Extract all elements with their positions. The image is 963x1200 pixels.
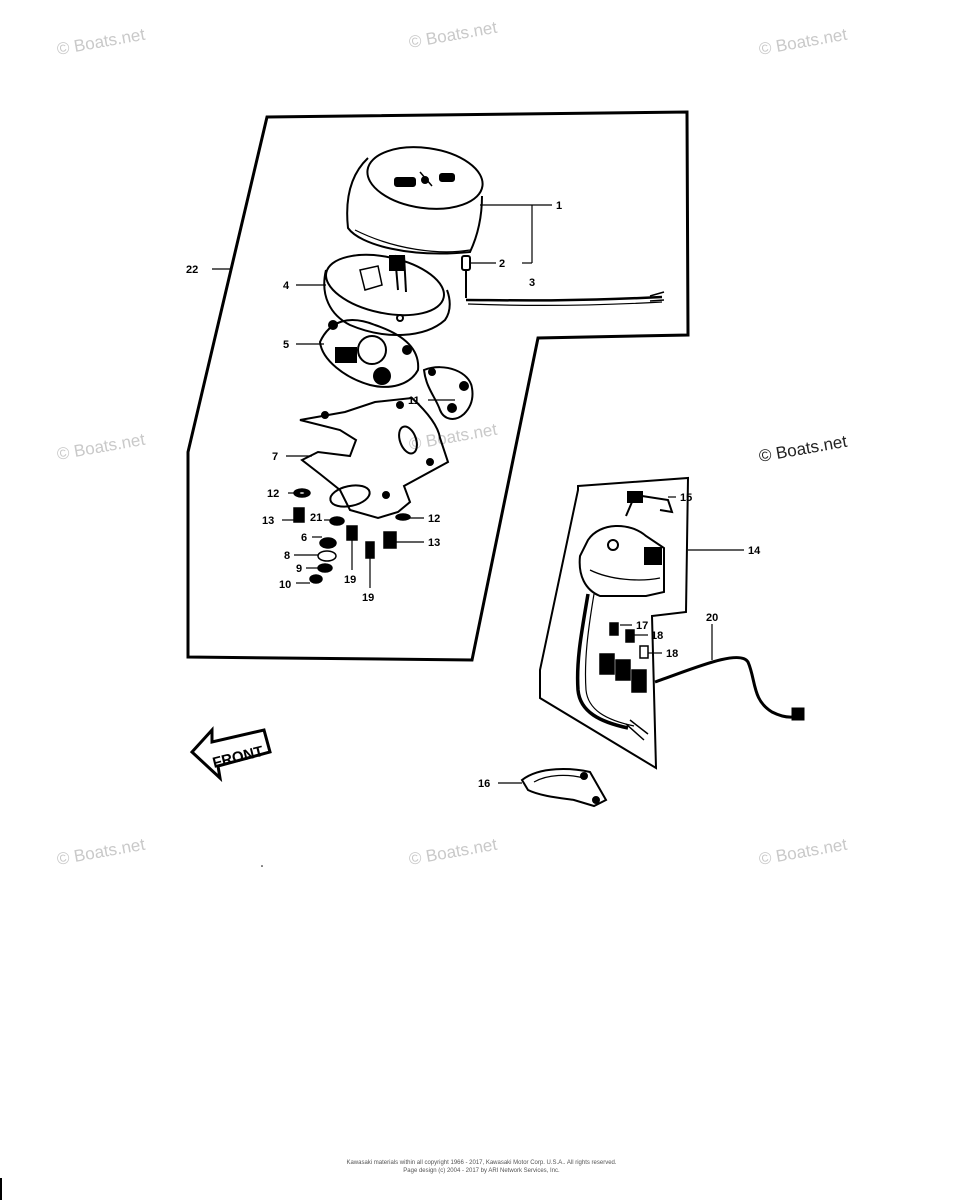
meter-base-plate xyxy=(318,319,420,388)
callout-10: 10 xyxy=(279,579,291,591)
watermark: © Boats.net xyxy=(407,420,498,454)
callout-7: 7 xyxy=(272,451,278,463)
callout-13: 13 xyxy=(428,537,440,549)
callout-11: 11 xyxy=(408,395,420,407)
callout-20: 20 xyxy=(706,612,718,624)
switch-cover-ring xyxy=(520,768,608,808)
callout-12: 12 xyxy=(428,513,440,525)
terminal-caps xyxy=(599,622,649,693)
watermark: © Boats.net xyxy=(407,835,498,869)
switch-assembly-boundary xyxy=(539,476,690,770)
speedometer-housing xyxy=(346,146,484,255)
callout-14: 14 xyxy=(748,545,761,557)
watermark: © Boats.net xyxy=(757,432,848,466)
callout-2: 2 xyxy=(499,258,505,270)
callout-22: 22 xyxy=(186,264,198,276)
edge-mark xyxy=(0,1178,2,1200)
watermark: © Boats.net xyxy=(55,430,146,464)
gasket-plate xyxy=(299,396,450,520)
page-design-line: Page design (c) 2004 - 2017 by ARI Netwo… xyxy=(403,1168,560,1174)
callout-13: 13 xyxy=(262,515,274,527)
callout-4: 4 xyxy=(283,280,290,292)
copyright-line: Kawasaki materials within all copyright … xyxy=(346,1160,617,1166)
callout-8: 8 xyxy=(284,550,290,562)
watermarks: © Boats.net © Boats.net © Boats.net © Bo… xyxy=(55,18,848,869)
watermark: © Boats.net xyxy=(757,25,848,59)
lead-wire xyxy=(654,656,805,721)
callout-1: 1 xyxy=(556,200,562,212)
callout-19: 19 xyxy=(344,574,356,586)
callout-18: 18 xyxy=(666,648,678,660)
callout-16: 16 xyxy=(478,778,490,790)
meter-assembly-boundary xyxy=(186,110,690,662)
callout-6: 6 xyxy=(301,532,307,544)
callouts: 1 2 3 4 5 7 11 22 12 13 21 12 13 6 8 9 1… xyxy=(186,200,761,790)
meter-bracket xyxy=(422,366,474,420)
leader-lines xyxy=(212,204,744,784)
callout-9: 9 xyxy=(296,563,302,575)
watermark: © Boats.net xyxy=(407,18,498,52)
ignition-key xyxy=(625,491,674,517)
callout-5: 5 xyxy=(283,339,289,351)
callout-17: 17 xyxy=(636,620,648,632)
switch-harness xyxy=(575,593,649,741)
callout-18: 18 xyxy=(651,630,663,642)
watermark: © Boats.net xyxy=(55,25,146,59)
callout-15: 15 xyxy=(680,492,692,504)
watermark: © Boats.net xyxy=(757,835,848,869)
callout-12: 12 xyxy=(267,488,279,500)
callout-3: 3 xyxy=(529,277,535,289)
front-direction-arrow: FRONT xyxy=(189,726,272,783)
watermark: © Boats.net xyxy=(55,835,146,869)
callout-21: 21 xyxy=(310,512,322,524)
speck xyxy=(261,865,263,867)
callout-19: 19 xyxy=(362,592,374,604)
ignition-switch xyxy=(578,524,665,597)
